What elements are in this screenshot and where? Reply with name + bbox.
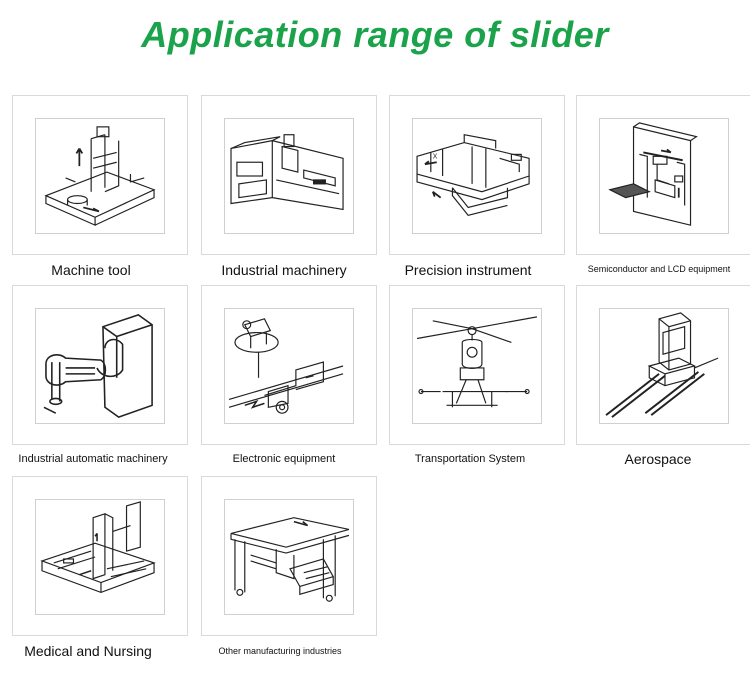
label-medical: Medical and Nursing [24, 643, 152, 659]
card-industrial-machinery [201, 95, 377, 255]
card-transportation [389, 285, 565, 445]
card-electronic-equipment [201, 285, 377, 445]
card-semiconductor-lcd [576, 95, 750, 255]
card-precision-instrument: X [389, 95, 565, 255]
industrial-machinery-icon [224, 118, 354, 234]
card-industrial-automatic [12, 285, 188, 445]
label-aerospace: Aerospace [624, 451, 692, 467]
label-transportation: Transportation System [414, 453, 526, 465]
page-title: Application range of slider [141, 14, 609, 55]
label-industrial-automatic: Industrial automatic machinery [18, 453, 168, 465]
manufacturing-gantry-icon [224, 499, 354, 615]
precision-instrument-icon: X [412, 118, 542, 234]
label-machine-tool: Machine tool [51, 262, 131, 278]
card-machine-tool [12, 95, 188, 255]
svg-text:X: X [433, 153, 438, 160]
card-aerospace [576, 285, 750, 445]
label-electronic-equipment: Electronic equipment [232, 453, 336, 465]
label-semiconductor-lcd: Semiconductor and LCD equipment [587, 264, 731, 274]
label-industrial-machinery: Industrial machinery [221, 262, 347, 278]
helicopter-icon [412, 308, 542, 424]
label-precision-instrument: Precision instrument [404, 262, 532, 278]
machine-tool-icon [35, 118, 165, 234]
electronic-equipment-icon [224, 308, 354, 424]
label-other-manufacturing: Other manufacturing industries [218, 646, 342, 656]
card-other-manufacturing [201, 476, 377, 636]
industrial-robot-icon [35, 308, 165, 424]
aerospace-seat-icon [599, 308, 729, 424]
medical-equipment-icon [35, 499, 165, 615]
semiconductor-lcd-icon [599, 118, 729, 234]
card-medical [12, 476, 188, 636]
